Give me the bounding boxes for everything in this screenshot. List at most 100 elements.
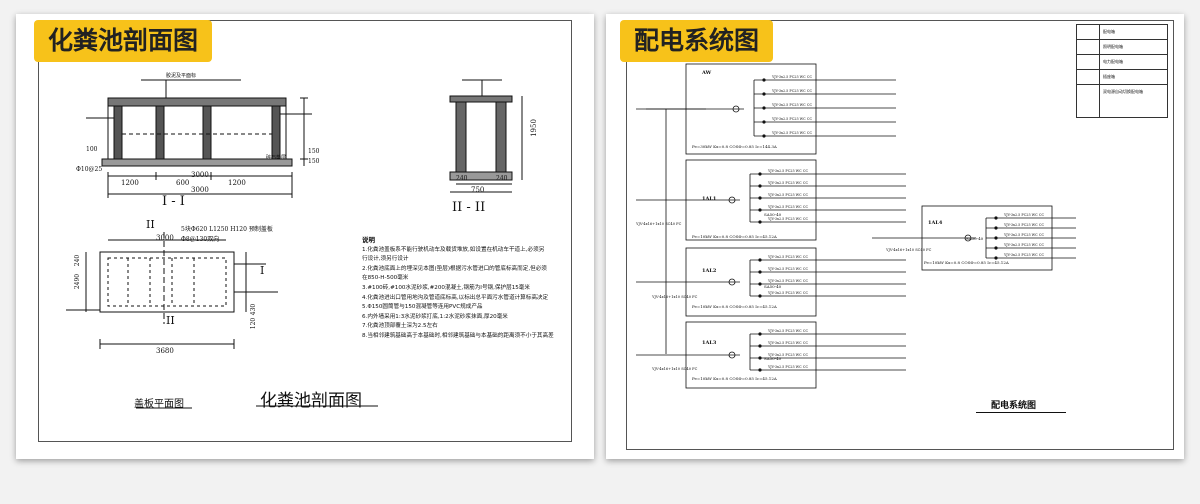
circuit-label: YJV-3x2.5 PC25 WC CC [768, 279, 809, 283]
panel-name: 1AL1 [702, 196, 717, 202]
plan-outline [99, 251, 235, 313]
breaker-label: SA50-40 [764, 356, 782, 361]
sec2-dim-b: 240 [496, 175, 508, 182]
sec1-dim-h3: 150 [308, 158, 320, 165]
sec1-dim-total-bottom: 3000 [191, 186, 209, 194]
note-line: 2.化粪池底面上的埋深见本图(垫层)根据污水管进口的管底标高而定,但必须 [362, 265, 547, 272]
section-label-2: II - II [452, 200, 486, 215]
plan-dim-width-top: 3000 [156, 234, 174, 242]
septic-tank-drawing [66, 79, 523, 409]
legend-row: 插座箱 [1077, 69, 1167, 84]
circuit-label: YJV-3x2.5 PC25 WC CC [768, 291, 809, 295]
feeder-cable-label: YJV-4x16+1x10 SC40 FC [636, 222, 682, 226]
sheet-title-badge: 化粪池剖面图 [34, 20, 213, 62]
legend-table: 配电箱 照明配电箱 电力配电箱 插座箱 双电源自动切换配电箱 [1076, 24, 1168, 118]
design-notes: 说明 1.化粪池盖板系不能行驶机动车及载货堆放,如设置在机动车干道上,必须另 行… [362, 236, 584, 342]
circuit-label: YJV-3x2.5 PC25 WC CC [772, 117, 813, 121]
panel-name: 1AL3 [702, 340, 717, 346]
legend-row: 配电箱 [1103, 29, 1115, 34]
sec2-dim-height: 1950 [529, 119, 538, 137]
plan-caption: 盖板平面图 [134, 399, 184, 410]
circuit-label: YJV-3x2.5 PC25 WC CC [768, 267, 809, 271]
drawing-sheet-septic-tank: 化粪池剖面图 [16, 14, 594, 459]
note-line: 3.#100砖,#100水泥砂浆,#200混凝土,钢筋为I号钢,保护层15毫米 [362, 284, 530, 291]
sec1-dim-a: 1200 [121, 179, 139, 187]
legend-row: 照明配电箱 [1077, 39, 1167, 54]
circuit-label: YJV-3x2.5 PC25 WC CC [768, 169, 809, 173]
note-line: 1.化粪池盖板系不能行驶机动车及载货堆放,如设置在机动车干道上,必须另 [362, 246, 545, 253]
circuit-label: YJV-3x2.5 PC25 WC CC [772, 89, 813, 93]
circuit-label: YJV-3x2.5 PC25 WC CC [1004, 253, 1045, 257]
caption-underline [976, 412, 1066, 413]
top-note: 胶泥及平面标 [166, 73, 197, 79]
panel-feeder: Pe=30kW Kx=0.8 COSΦ=0.85 Ic=144.3A [692, 144, 777, 149]
sec2-dim-total: 750 [471, 186, 485, 194]
panel-feeder: Pe=10kW Kx=0.8 COSΦ=0.85 Ic=45.12A [692, 376, 777, 381]
sec1-dim-c: 1200 [228, 179, 246, 187]
legend-row: 电力配电箱 [1077, 54, 1167, 69]
breaker-label: SA50-40 [764, 284, 782, 289]
drawing-frame [626, 20, 1174, 450]
sec1-dim-h1: 100 [86, 146, 98, 153]
circuit-label: YJV-3x2.5 PC25 WC CC [772, 131, 813, 135]
panel-feeder: Pe=10kW Kx=0.8 COSΦ=0.85 Ic=45.12A [692, 304, 777, 309]
note-line: 在850-H-500毫米 [362, 275, 409, 282]
note-line: 7.化粪池顶部覆土深为2.5左右 [362, 323, 438, 330]
panel-name: AW [702, 70, 712, 76]
sec1-cover-slab [107, 97, 287, 107]
plan-dim-right-a: 430 [250, 303, 258, 316]
plan-section-mark-i: I [260, 264, 265, 277]
sec1-dim-h2: 150 [308, 148, 320, 155]
circuit-label: YJV-3x2.5 PC25 WC CC [1004, 213, 1045, 217]
power-distribution-diagram [636, 63, 1076, 389]
diagram-caption: 配电系统图 [991, 401, 1037, 411]
circuit-label: YJV-3x2.5 PC25 WC CC [772, 75, 813, 79]
circuit-label: YJV-3x2.5 PC25 WC CC [768, 193, 809, 197]
sec2-dim-a: 240 [456, 175, 468, 182]
circuit-label: YJV-3x2.5 PC25 WC CC [768, 255, 809, 259]
circuit-label: YJV-3x2.5 PC25 WC CC [768, 365, 809, 369]
circuit-label: YJV-3x2.5 PC25 WC CC [768, 341, 809, 345]
sheet-title-badge: 配电系统图 [620, 20, 774, 62]
circuit-label: YJV-3x2.5 PC25 WC CC [768, 329, 809, 333]
drawing-sheet-power-distribution: 配电系统图 配电箱 照明配电箱 电力配电箱 插座箱 双电源自动切换配电箱 AW … [606, 14, 1184, 459]
circuit-label: YJV-3x2.5 PC25 WC CC [1004, 243, 1045, 247]
feeder-cable-label: YJV-4x16+1x10 SC40 FC [652, 295, 698, 299]
note-line: 行设计,须另行设计 [362, 256, 409, 263]
sec1-dim-total: 3000 [191, 171, 209, 179]
feeder-cable-label: YJV-4x16+1x10 SC40 FC [886, 248, 932, 252]
circuit-label: YJV-3x2.5 PC25 WC CC [768, 217, 809, 221]
note-line: 4.化粪池进出口管用地沟及管道底标高,以标出总平面污水管道计算标高决定 [362, 294, 549, 301]
panel-feeder: Pe=10kW Kx=0.8 COSΦ=0.85 Ic=45.12A [924, 260, 1009, 265]
plan-dim-left-a: 240 [74, 254, 82, 267]
circuit-label: YJV-3x2.5 PC25 WC CC [1004, 223, 1045, 227]
sec1-dim-b: 600 [176, 179, 190, 187]
note-line: 8.当相邻建筑基础高于本基础时,相邻建筑基础与本基础的距离须不小于其高差 [362, 332, 554, 339]
plan-callout-rebar: Φ8@130双向 [181, 236, 220, 243]
circuit-label: YJV-3x2.5 PC25 WC CC [1004, 233, 1045, 237]
breaker-label: SA50-40 [764, 212, 782, 217]
breaker-label: SA50-40 [966, 236, 984, 241]
circuit-label: YJV-3x2.5 PC25 WC CC [768, 353, 809, 357]
notes-title: 说明 [362, 236, 375, 244]
plan-dim-right-b: 120 [250, 317, 258, 330]
plan-dim-left-b: 2490 [74, 273, 82, 290]
circuit-label: YJV-3x2.5 PC25 WC CC [768, 205, 809, 209]
circuit-label: YJV-3x2.5 PC25 WC CC [768, 181, 809, 185]
pipe-diameter: Φ10@25 [76, 166, 103, 173]
circuit-label: YJV-3x2.5 PC25 WC CC [772, 103, 813, 107]
feeder-cable-label: YJV-4x16+1x10 SC40 FC [652, 367, 698, 371]
note-line: 5.Φ150圆筒管与150混凝管等连用PVC规成产品 [362, 304, 483, 311]
panel-feeder: Pe=10kW Kx=0.8 COSΦ=0.85 Ic=45.12A [692, 234, 777, 239]
plan-callout-cover: 5块Φ620 L1250 H120 预制盖板 [181, 226, 273, 233]
plan-dim-width-bottom: 3680 [156, 347, 174, 355]
pipe-note: 碎石垫层 [266, 155, 287, 161]
plan-section-mark-ii-top: II [146, 218, 155, 231]
sec1-tank-body [107, 105, 287, 162]
sec1-base-slab [101, 158, 293, 167]
note-line: 6.内外墙采用1:3水泥砂浆打底,1:2水泥砂浆抹面,厚20毫米 [362, 313, 508, 320]
plan-section-mark-ii-bottom: II [166, 314, 175, 327]
panel-name: 1AL4 [928, 220, 943, 226]
legend-row: 双电源自动切换配电箱 [1077, 84, 1167, 99]
drawing-frame [38, 20, 572, 442]
